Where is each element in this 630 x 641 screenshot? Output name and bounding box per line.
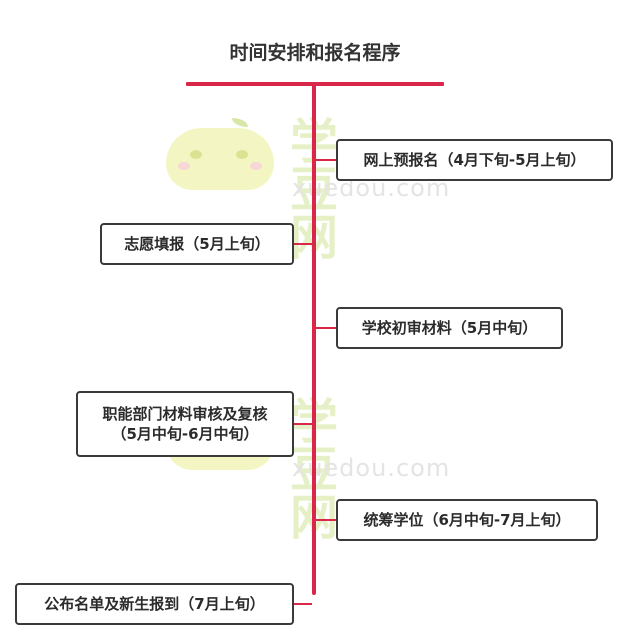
step-label: 公布名单及新生报到（7月上旬） — [44, 594, 265, 613]
step-volunteer: 志愿填报（5月上旬） — [100, 223, 294, 265]
step-label: 统筹学位（6月中旬-7月上旬） — [363, 510, 571, 529]
step-label: 志愿填报（5月上旬） — [124, 234, 270, 253]
connector-placement — [316, 519, 336, 521]
step-placement: 统筹学位（6月中旬-7月上旬） — [336, 499, 598, 541]
step-publish: 公布名单及新生报到（7月上旬） — [15, 583, 294, 625]
timeline-spine — [312, 86, 316, 595]
step-label: 学校初审材料（5月中旬） — [361, 318, 538, 337]
step-label-line1: 职能部门材料审核及复核 — [102, 404, 268, 423]
mascot-watermark-icon — [166, 128, 274, 190]
step-label: 网上预报名（4月下旬-5月上旬） — [363, 150, 586, 169]
leaf-watermark-icon — [232, 118, 248, 127]
step-dept-review: 职能部门材料审核及复核 （5月中旬-6月中旬） — [76, 391, 294, 457]
step-label-line2: （5月中旬-6月中旬） — [111, 425, 259, 443]
step-school-review: 学校初审材料（5月中旬） — [336, 307, 563, 349]
connector-publish — [293, 603, 312, 605]
connector-online-prereg — [316, 159, 336, 161]
connector-dept-review — [293, 423, 312, 425]
connector-school-review — [316, 327, 336, 329]
connector-volunteer — [292, 243, 312, 245]
title-underline — [186, 82, 444, 86]
diagram-title: 时间安排和报名程序 — [229, 42, 401, 64]
step-online-prereg: 网上预报名（4月下旬-5月上旬） — [336, 139, 613, 181]
